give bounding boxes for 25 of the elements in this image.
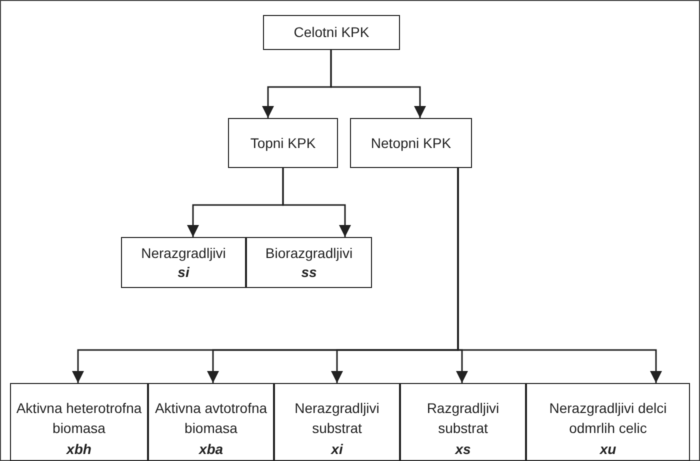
box (400, 383, 526, 461)
box (274, 383, 400, 461)
box (148, 383, 274, 461)
box (350, 118, 472, 168)
variable-symbol: xs (455, 440, 471, 459)
variable-symbol: xba (198, 440, 224, 459)
box (121, 237, 246, 288)
node-label: Netopni KPK (370, 134, 452, 152)
node-label: Topni KPK (250, 134, 316, 152)
arrow (282, 168, 351, 237)
variable-symbol: xbh (66, 440, 92, 459)
variable-symbol: xu (600, 440, 616, 459)
box (10, 383, 148, 461)
variable-symbol: ss (301, 262, 317, 282)
arrow (457, 168, 662, 383)
box (263, 15, 400, 50)
node-label: Nerazgradljivi (141, 244, 226, 262)
variable-symbol: xi (331, 440, 343, 459)
box (526, 383, 690, 461)
variable-symbol: si (178, 262, 190, 282)
node-label: Celotni KPK (294, 23, 370, 42)
arrow (330, 50, 426, 118)
node-label: Biorazgradljivi (265, 244, 353, 262)
box (228, 118, 338, 168)
box (246, 237, 372, 288)
